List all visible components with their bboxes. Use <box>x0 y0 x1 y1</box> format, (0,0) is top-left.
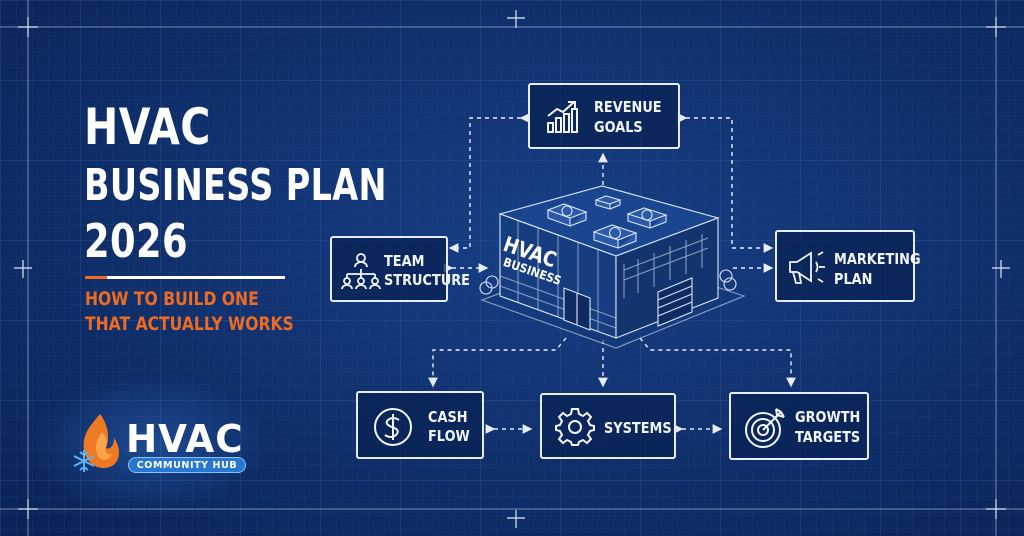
growth-label-2: TARGETS <box>795 428 861 446</box>
revenue-label-2: GOALS <box>594 118 643 136</box>
subtitle-line-2: THAT ACTUALLY WORKS <box>85 313 294 335</box>
title-line-2: BUSINESS PLAN <box>84 160 387 211</box>
systems-label: SYSTEMS <box>604 419 672 437</box>
target-icon <box>745 408 785 448</box>
node-team-structure: TEAM STRUCTURE <box>330 236 470 302</box>
cash-label-1: CASH <box>428 408 468 426</box>
hvac-building-illustration <box>479 185 746 349</box>
revenue-label-1: REVENUE <box>594 98 662 116</box>
growth-label-1: GROWTH <box>795 408 861 426</box>
cash-label-2: FLOW <box>428 427 470 445</box>
dollar-coin-icon <box>374 408 412 446</box>
flame-snowflake-logo-icon <box>73 414 119 472</box>
team-label-1: TEAM <box>384 252 425 270</box>
marketing-label-2: PLAN <box>834 270 873 288</box>
marketing-label-1: MARKETING <box>834 250 921 268</box>
title-line-1: HVAC <box>84 98 211 156</box>
title-line-3: 2026 <box>84 214 189 268</box>
node-marketing-plan: MARKETING PLAN <box>775 230 921 302</box>
org-chart-icon <box>341 253 381 290</box>
logo-wordmark: HVAC <box>126 417 244 461</box>
corner-marks <box>14 10 1010 528</box>
logo-tagline: COMMUNITY HUB <box>128 457 246 473</box>
node-cash-flow: CASH FLOW <box>356 391 484 459</box>
bar-chart-up-icon <box>547 101 578 133</box>
megaphone-icon <box>789 251 825 284</box>
title-divider <box>85 276 285 279</box>
node-revenue-goals: REVENUE GOALS <box>528 83 680 149</box>
node-systems: SYSTEMS <box>540 393 676 459</box>
node-growth-targets: GROWTH TARGETS <box>729 392 869 460</box>
team-label-2: STRUCTURE <box>384 271 470 289</box>
gear-icon <box>555 408 595 446</box>
subtitle-line-1: HOW TO BUILD ONE <box>85 288 259 310</box>
